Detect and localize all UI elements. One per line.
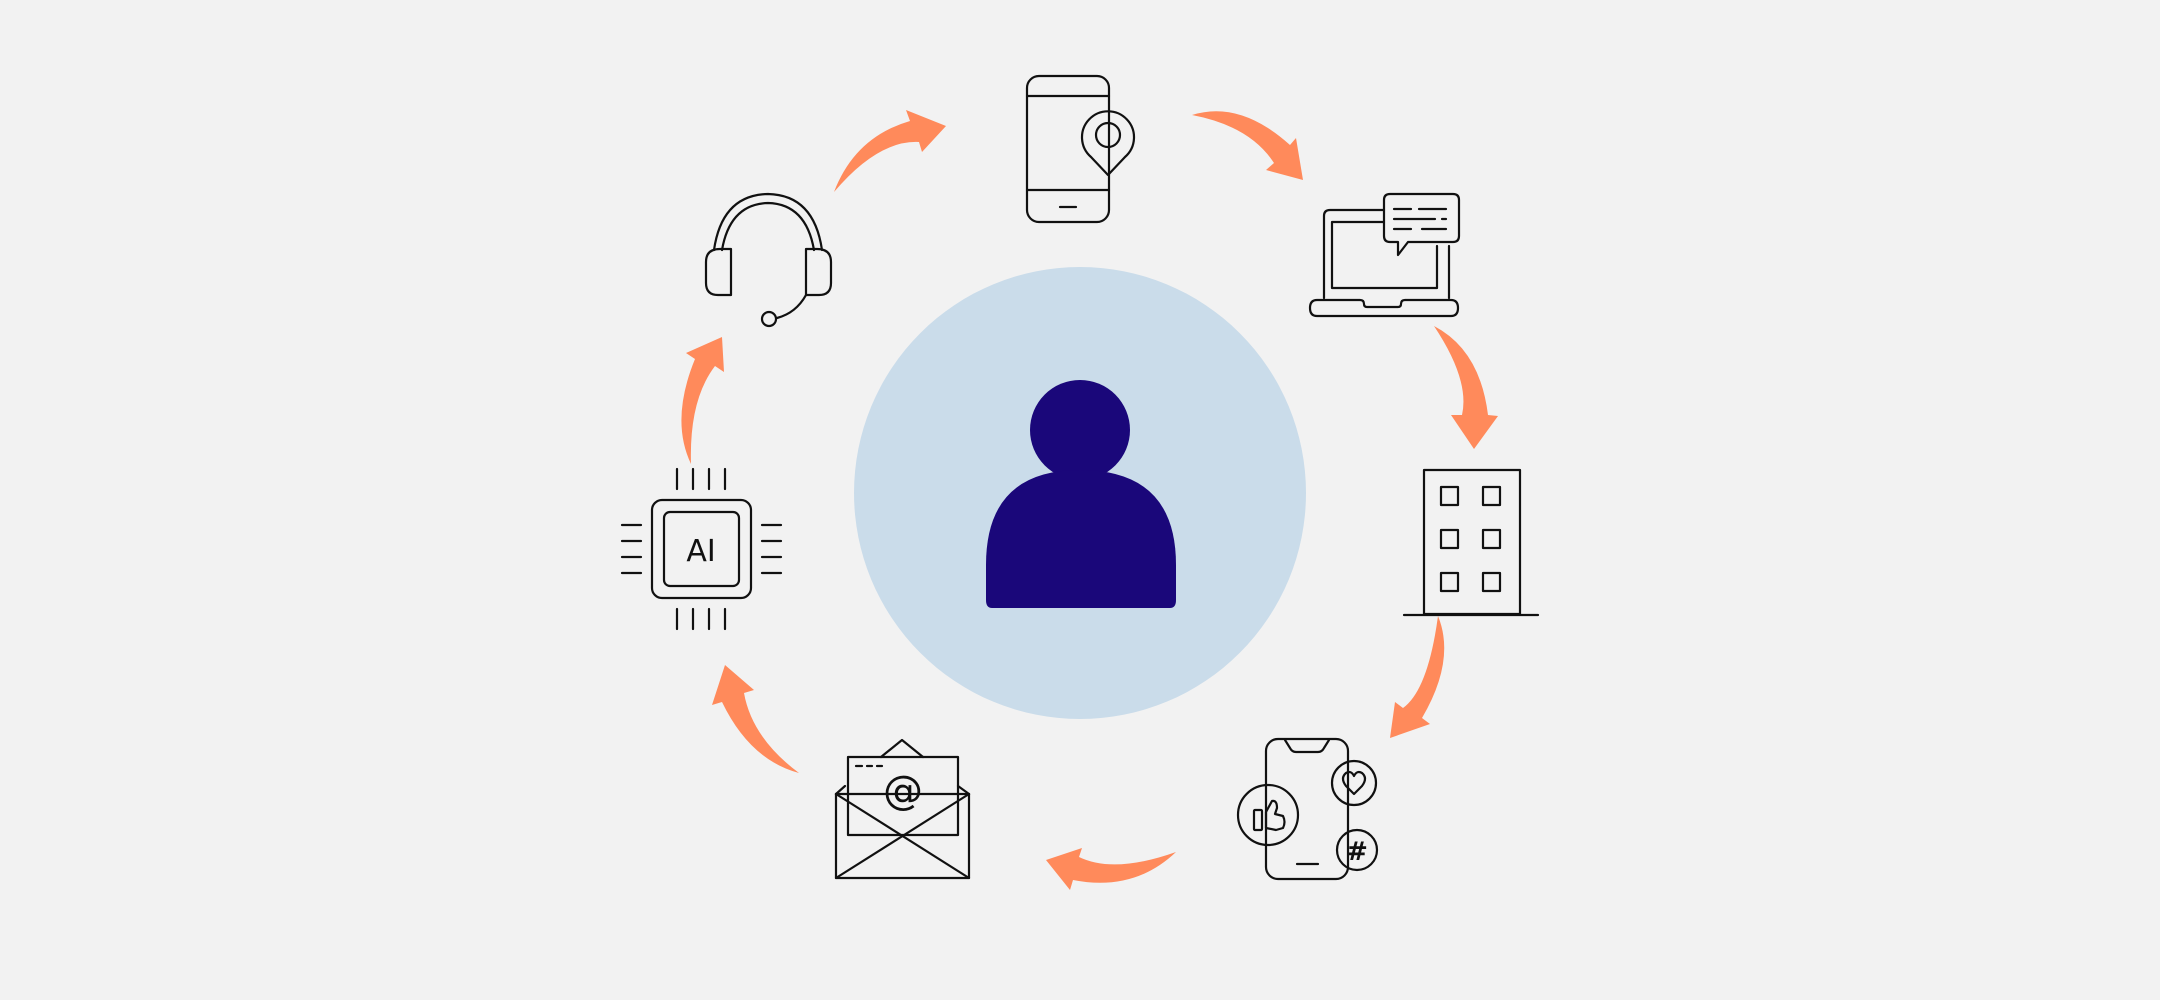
smartphone-location-icon — [1025, 74, 1136, 224]
arrow-6 — [681, 337, 724, 464]
arrow-2 — [1434, 326, 1498, 449]
arrow-5 — [712, 665, 799, 773]
ai-chip-label: AI — [686, 534, 715, 569]
arrow-7 — [834, 110, 946, 192]
arrow-4 — [1046, 848, 1176, 890]
person-icon — [986, 380, 1176, 608]
flow-arrows — [681, 110, 1498, 890]
arrow-1 — [1192, 111, 1303, 180]
at-symbol-text: @ — [883, 768, 923, 814]
smartphone-social-media-icon: # — [1236, 737, 1379, 881]
ai-chip-icon: AI — [620, 467, 783, 631]
hashtag-text: # — [1346, 837, 1368, 867]
headset-support-icon — [704, 192, 833, 328]
arrow-3 — [1390, 616, 1445, 738]
office-building-icon — [1402, 468, 1540, 617]
email-envelope-icon: @ — [834, 738, 971, 880]
laptop-chat-icon — [1308, 192, 1461, 318]
